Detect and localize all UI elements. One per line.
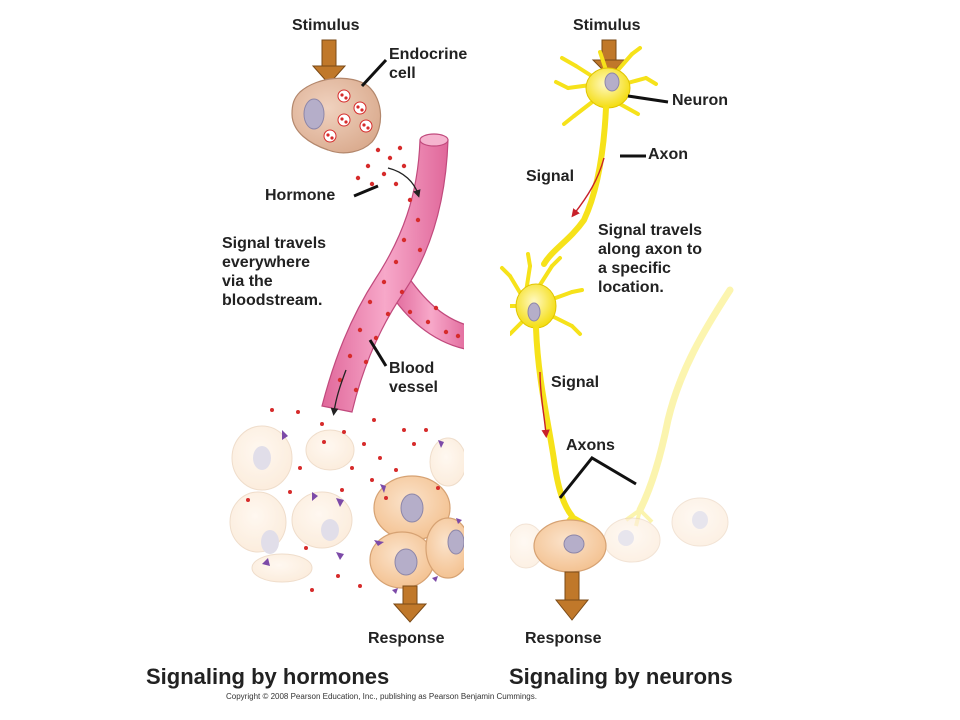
hormone-stimulus-arrow [311,39,347,85]
hormone-molecules [337,145,461,393]
endocrine-cell-label: Endocrine cell [389,46,468,82]
panel-divider [464,300,510,600]
vessel-leader [368,339,388,367]
neuron-response-label: Response [525,630,602,647]
endocrine-leader [360,58,388,88]
hormone-response-label: Response [368,630,445,647]
neuron-target-tissue [507,497,729,573]
hormone-panel [229,39,471,623]
neuron-upper [541,46,658,267]
signal-label-lower: Signal [551,374,600,391]
hormone-travel-text: Signal travels everywhere via the bloods… [222,235,327,309]
copyright-notice: Copyright © 2008 Pearson Education, Inc.… [226,692,537,701]
hormone-path-arrow [387,167,421,198]
neuron-label: Neuron [672,92,728,109]
hormone-stimulus-label: Stimulus [292,17,360,34]
hormone-target-tissue [229,408,471,594]
neuron-middle [500,252,588,532]
neuron-stimulus-label: Stimulus [573,17,641,34]
neuron-response-arrow [554,571,590,621]
neuron-leader [627,94,669,104]
background-neuron [624,286,734,527]
hormone-leader [353,184,379,198]
axons-leader [558,456,637,499]
axon-lower [533,325,575,519]
axons-label: Axons [566,437,615,454]
signal-label-upper: Signal [526,168,575,185]
blood-vessel [321,133,471,413]
signal-arrow-lower [539,371,550,439]
blood-vessel-label: Blood vessel [389,360,438,396]
hormone-response-arrow [392,585,428,623]
axon-upper [541,105,609,267]
neuron-panel-title: Signaling by neurons [509,664,733,689]
hormone-receptors [262,430,462,594]
target-hormone-dots [246,408,440,592]
endocrine-cell [291,77,382,154]
neuron-travel-text: Signal travels along axon to a specific … [598,222,703,296]
signal-arrow-upper [571,157,605,218]
hormone-panel-title: Signaling by hormones [146,664,390,689]
hormone-label: Hormone [265,187,336,204]
axon-label: Axon [648,146,688,163]
hormone-exit-arrow [330,369,347,416]
neuron-panel [500,39,734,621]
